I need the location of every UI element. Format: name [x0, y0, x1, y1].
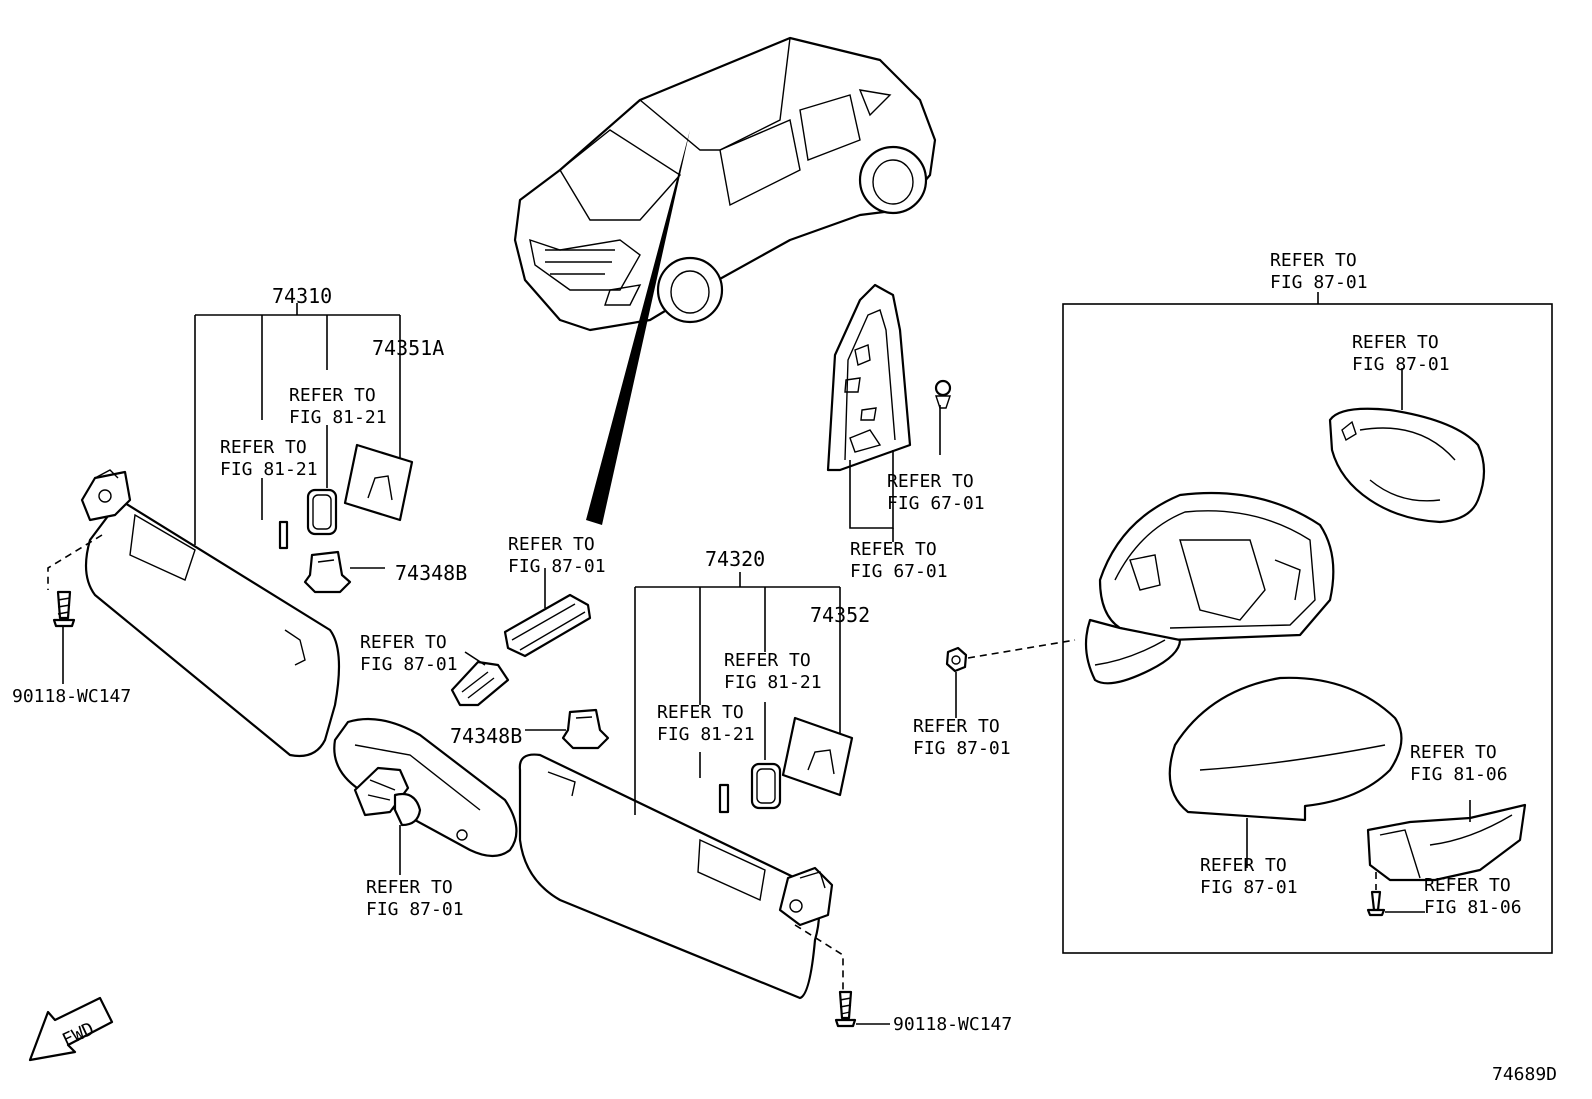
- diagram-id: 74689D: [1492, 1064, 1557, 1085]
- vanity-mirror-74351a: [343, 443, 414, 522]
- ref-fig-81-06[interactable]: FIG 81-06: [1410, 764, 1508, 785]
- part-74348b-lower[interactable]: 74348B: [450, 724, 522, 748]
- part-90118-wc147-left[interactable]: 90118-WC147: [12, 686, 131, 707]
- ref-fig-81-21[interactable]: FIG 81-21: [289, 407, 387, 428]
- ref-label: REFER TO: [289, 385, 376, 406]
- screw-90118-right: [834, 990, 857, 1028]
- ref-label: REFER TO: [508, 534, 595, 555]
- ref-label: REFER TO: [724, 650, 811, 671]
- ref-fig-67-01[interactable]: FIG 67-01: [850, 561, 948, 582]
- ref-label: REFER TO: [366, 877, 453, 898]
- ref-fig-81-21[interactable]: FIG 81-21: [220, 459, 318, 480]
- ref-fig-87-01[interactable]: FIG 87-01: [1270, 272, 1368, 293]
- trim-clip: [934, 379, 952, 409]
- ref-label: REFER TO: [887, 471, 974, 492]
- lamp-screw: [1366, 890, 1386, 917]
- part-90118-wc147-right[interactable]: 90118-WC147: [893, 1014, 1012, 1035]
- vehicle-illustration: [513, 36, 937, 525]
- ref-fig-87-01[interactable]: FIG 87-01: [366, 899, 464, 920]
- nut-leader: [967, 639, 1076, 659]
- clip-74348b-upper: [303, 550, 352, 594]
- outer-mirror-group-box: [1062, 303, 1553, 954]
- mirror-cover-channel: [503, 593, 592, 658]
- bracket-74320: [634, 572, 841, 815]
- ref-label: REFER TO: [850, 539, 937, 560]
- ref-label: REFER TO: [913, 716, 1000, 737]
- ref-label: REFER TO: [1352, 332, 1439, 353]
- part-74310[interactable]: 74310: [272, 284, 332, 308]
- rearview-mirror: [333, 717, 518, 858]
- gasket-right: [750, 762, 782, 810]
- quarter-trim-panel: [826, 283, 912, 472]
- forward-arrow-icon: FWD: [28, 996, 114, 1062]
- part-74348b-upper[interactable]: 74348B: [395, 561, 467, 585]
- ref-label: REFER TO: [657, 702, 744, 723]
- labels: 74310 74351A REFER TO FIG 81-21 REFER TO…: [12, 250, 1557, 1085]
- sun-visor-right: [518, 753, 834, 1000]
- ref-fig-81-21[interactable]: FIG 81-21: [724, 672, 822, 693]
- turn-signal-lamp: [1366, 803, 1527, 882]
- ref-label: REFER TO: [1424, 875, 1511, 896]
- ref-fig-81-21[interactable]: FIG 81-21: [657, 724, 755, 745]
- mirror-glass: [1328, 407, 1486, 524]
- mirror-mount-bracket: [450, 660, 510, 707]
- bracket-74310: [194, 303, 401, 545]
- ref-fig-67-01[interactable]: FIG 67-01: [887, 493, 985, 514]
- mirror-housing: [1084, 491, 1335, 685]
- sun-visor-left: [80, 469, 341, 758]
- ref-label: REFER TO: [220, 437, 307, 458]
- pin-right: [718, 783, 730, 814]
- pin-left: [278, 520, 289, 550]
- screw-leader-right: [794, 924, 844, 990]
- ref-label: REFER TO: [1200, 855, 1287, 876]
- ref-label: REFER TO: [1410, 742, 1497, 763]
- ref-fig-87-01[interactable]: FIG 87-01: [1200, 877, 1298, 898]
- mirror-nut: [945, 646, 968, 673]
- screw-90118-left: [52, 590, 76, 628]
- part-74352[interactable]: 74352: [810, 603, 870, 627]
- part-74351a[interactable]: 74351A: [372, 336, 444, 360]
- ref-fig-87-01[interactable]: FIG 87-01: [1352, 354, 1450, 375]
- part-74320[interactable]: 74320: [705, 547, 765, 571]
- ref-label: REFER TO: [360, 632, 447, 653]
- ref-fig-87-01[interactable]: FIG 87-01: [360, 654, 458, 675]
- gasket-left: [306, 488, 338, 536]
- vanity-mirror-74352: [781, 716, 854, 797]
- mirror-cover: [1168, 676, 1403, 822]
- screw-leader-left: [47, 534, 103, 590]
- clip-74348b-lower: [561, 708, 610, 750]
- ref-fig-81-06[interactable]: FIG 81-06: [1424, 897, 1522, 918]
- ref-label: REFER TO: [1270, 250, 1357, 271]
- ref-fig-87-01[interactable]: FIG 87-01: [913, 738, 1011, 759]
- ref-fig-87-01[interactable]: FIG 87-01: [508, 556, 606, 577]
